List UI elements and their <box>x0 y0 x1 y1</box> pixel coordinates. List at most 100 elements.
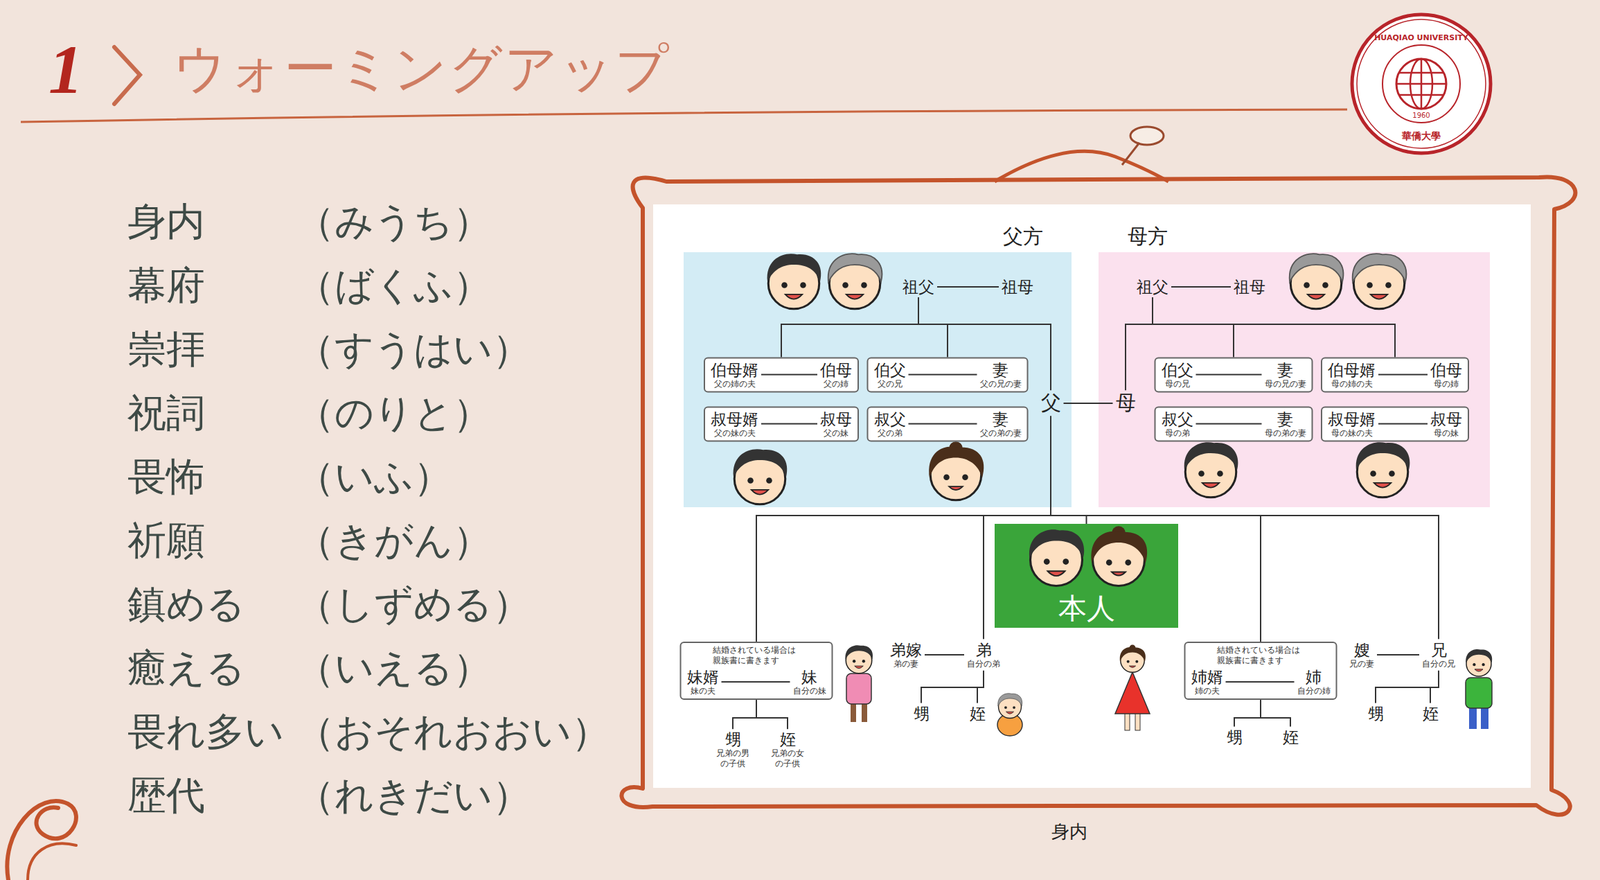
relative-column: 妹婿妹の夫 <box>687 667 719 697</box>
logo-text: 華僑大學 <box>1401 130 1441 143</box>
vocab-reading: （れきだい） <box>295 769 532 823</box>
relation-note: 父の姉の夫 <box>714 378 756 389</box>
baby-figure <box>997 693 1023 736</box>
self-box: 本人 <box>994 523 1179 628</box>
marriage-line <box>1196 423 1262 425</box>
relative: 甥 <box>910 703 933 724</box>
relative-box: 伯父父の兄妻父の兄の妻 <box>867 357 1029 393</box>
marriage-line <box>1378 374 1428 376</box>
couple-row: 伯父父の兄妻父の兄の妻 <box>874 360 1022 390</box>
relative: 姪兄弟の女の子供 <box>768 728 807 770</box>
vocab-reading: （みうち） <box>295 196 492 249</box>
relative-column: 妻父の弟の妻 <box>980 410 1022 439</box>
relation-note: 父の姉 <box>823 378 849 389</box>
vocab-reading: （のりと） <box>295 387 492 440</box>
family-line <box>937 286 999 288</box>
relative: 弟自分の弟 <box>964 639 1003 671</box>
girl-figure <box>1115 644 1150 731</box>
relative-name: 甥 <box>913 704 930 723</box>
pushpin <box>1122 142 1140 165</box>
father-side-band: 父方祖父祖母伯母婿父の姉の夫伯母父の姉伯父父の兄妻父の兄の妻叔母婿父の妹の夫叔母… <box>683 252 1072 508</box>
relation-note: 自分の姉 <box>1297 686 1331 697</box>
relative-name: 叔父 <box>1161 410 1194 429</box>
family-line <box>1376 653 1420 656</box>
relative-name: 妹 <box>801 667 818 686</box>
vocab-word: 幕府 <box>127 259 206 313</box>
head <box>998 693 1023 719</box>
vocab-reading: （いふ） <box>295 450 453 504</box>
relative-name: 妻 <box>992 360 1009 379</box>
grandmother-face <box>828 253 883 309</box>
self-face <box>1029 529 1084 586</box>
uncle-face <box>1184 441 1239 498</box>
relative: 弟嫁弟の妻 <box>887 639 925 671</box>
relative-column: 妻父の兄の妻 <box>980 360 1022 390</box>
relative-name: 甥 <box>1367 704 1384 723</box>
relative-box: 伯母婿母の姉の夫伯母母の姉 <box>1320 357 1470 393</box>
relation-note: 自分の兄 <box>1421 658 1456 669</box>
relation-note: 兄弟の女の子供 <box>770 748 805 769</box>
head <box>845 644 873 674</box>
relation-note: 姉の夫 <box>1194 686 1220 697</box>
relative-box: 伯母婿父の姉の夫 伯母父の姉 <box>703 357 859 393</box>
relation-note: 父の妹 <box>823 428 849 438</box>
relative: 祖父 <box>899 276 938 298</box>
aunt-face <box>928 441 984 501</box>
logo-ring <box>1352 14 1491 154</box>
relative-name: 姪 <box>969 704 986 723</box>
relative-name: 妻 <box>992 410 1009 429</box>
family-line <box>1152 297 1234 357</box>
relation-note: 母の妹の夫 <box>1331 428 1373 438</box>
family-line <box>1430 669 1439 703</box>
relative: 甥 <box>1223 726 1246 748</box>
relative-name: 伯母婿 <box>710 360 759 379</box>
family-line <box>1125 297 1153 390</box>
relative-name: 祖母 <box>1233 277 1266 296</box>
relation-note: 自分の弟 <box>966 658 1001 669</box>
marriage-line <box>908 374 978 376</box>
family-line <box>756 699 788 729</box>
relation-note: 母の弟の妻 <box>1264 428 1307 438</box>
relation-note: 兄弟の男の子供 <box>716 748 750 769</box>
couple-row: 姉婿姉の夫姉自分の姉 <box>1191 667 1331 697</box>
dress <box>1115 671 1150 714</box>
relative-name: 祖父 <box>1136 277 1169 296</box>
mother-side-band <box>1098 252 1490 508</box>
relative-column: 叔母婿父の妹の夫 <box>710 410 759 439</box>
marriage-line <box>1196 374 1262 376</box>
couple-row: 叔母婿父の妹の夫叔母父の妹 <box>710 410 852 439</box>
relation-note: 父の兄の妻 <box>980 378 1022 389</box>
relation-note: 母の姉の夫 <box>1331 378 1373 389</box>
vocab-reading: （すうはい） <box>295 323 532 377</box>
relative-name: 弟嫁 <box>890 640 922 659</box>
couple-row: 妹婿妹の夫 妹自分の妹 <box>687 667 827 697</box>
relative-column: 伯母婿母の姉の夫 <box>1327 360 1376 390</box>
vocab-word: 身内 <box>127 196 206 249</box>
relative-name: 弟 <box>975 640 992 659</box>
family-line <box>1063 402 1114 404</box>
relative-column: 妻母の弟の妻 <box>1264 410 1307 439</box>
relative-column: 叔母婿母の妹の夫 <box>1327 410 1376 439</box>
relation-note: 母の兄の妻 <box>1264 378 1307 389</box>
family-line <box>924 653 965 656</box>
vocab-reading: （おそれおおい） <box>295 705 611 759</box>
vocab-word: 鎮める <box>127 578 246 631</box>
parent: 母 <box>1113 389 1139 416</box>
relative-name: 姪 <box>779 730 796 749</box>
title-underline <box>20 109 1348 122</box>
relative-name: 伯母婿 <box>1327 360 1376 379</box>
relative-column: 妹自分の妹 <box>793 667 827 697</box>
logo-ring <box>1382 45 1461 123</box>
relative-column: 叔父母の弟 <box>1161 410 1194 439</box>
relative: 祖母 <box>1230 276 1269 298</box>
vocab-reading: （ばくふ） <box>295 259 492 313</box>
relative-name: 伯母 <box>820 360 852 379</box>
relative: 姪 <box>1419 703 1442 724</box>
marriage-line <box>1225 680 1295 683</box>
couple-row: 叔父母の弟 妻母の弟の妻 <box>1161 410 1307 439</box>
relation-note: 母の兄 <box>1165 378 1190 389</box>
relative-column: 伯母婿父の姉の夫 <box>710 360 759 390</box>
vocab-word: 癒える <box>127 642 246 695</box>
family-line <box>1050 416 1087 524</box>
marriage-line <box>761 423 818 425</box>
